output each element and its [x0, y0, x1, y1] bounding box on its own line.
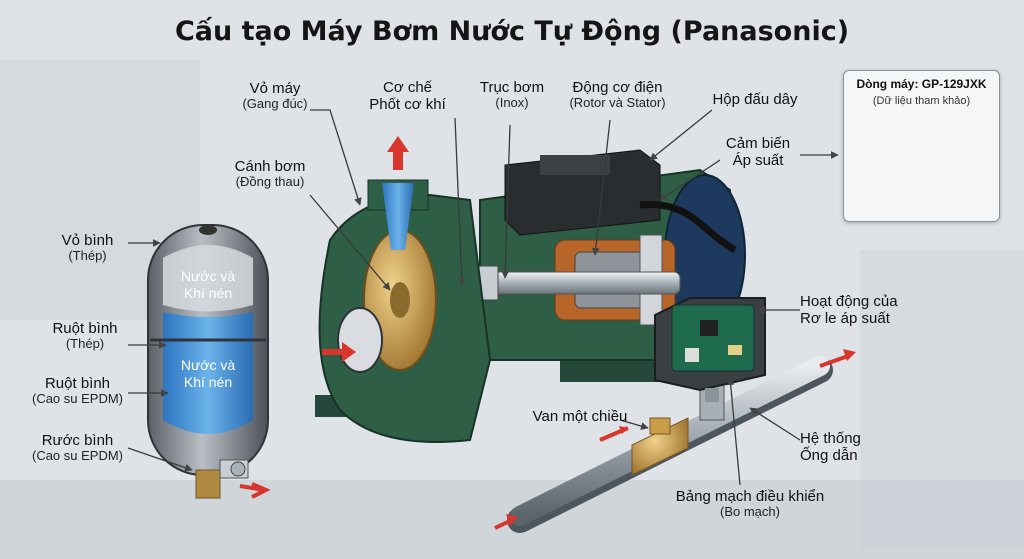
leader-truc-bom: [501, 124, 511, 279]
label-dong-co-sub: (Rotor và Stator): [569, 95, 666, 111]
label-bang-mach-title: Bảng mạch điều khiển: [675, 488, 825, 505]
label-ruoc-binh: Rước bình (Cao su EPDM): [25, 432, 130, 464]
pressure-switch: [654, 297, 766, 402]
label-vo-may: Vỏ máy (Gang đúc): [225, 80, 325, 112]
tank-air-chamber: [163, 245, 253, 312]
leader-vo-may: [310, 109, 362, 206]
board-chip: [700, 320, 718, 336]
label-truc-bom-title: Trục bơm: [479, 79, 545, 96]
label-ruot-binh-2: Ruột bình (Cao su EPDM): [25, 375, 130, 407]
label-bang-mach: Bảng mạch điều khiển (Bo mạch): [665, 488, 835, 520]
label-ruot-binh-1: Ruột bình (Thép): [40, 320, 130, 352]
label-co-che-sub: Phốt cơ khí: [369, 96, 446, 114]
label-cam-bien-title: Cảm biến: [725, 135, 791, 152]
board-terminal: [728, 345, 742, 355]
label-canh-bom: Cánh bơm (Đồng thau): [215, 158, 325, 190]
leader-van: [619, 419, 649, 430]
label-vo-binh: Vỏ bình (Thép): [45, 232, 130, 264]
tank-upper-text: Nước và Khí nén: [168, 268, 248, 302]
leader-co-che: [454, 117, 466, 286]
model-card: Dòng máy: GP-129JXK (Dữ liệu tham khảo): [843, 70, 1000, 222]
leader-canh-bom: [309, 194, 391, 291]
leader-cam-bien: [659, 159, 721, 201]
tank-lower-line-2: Khí nén: [183, 373, 233, 390]
model-card-subtitle: (Dữ liệu tham khảo): [872, 95, 971, 107]
leader-dong-co: [591, 119, 611, 256]
switch-connector: [705, 388, 719, 402]
label-ruot-binh-2-sub: (Cao su EPDM): [31, 391, 124, 407]
outlet-arrow: [393, 148, 403, 170]
label-dong-co-title: Động cơ điện: [572, 79, 663, 96]
circuit-board: [671, 304, 755, 372]
label-ro-le: Hoạt động của Rơ le áp suất: [800, 293, 915, 328]
label-bang-mach-sub: (Bo mạch): [720, 504, 780, 520]
label-he-thong-sub: Ống dẫn: [800, 447, 858, 465]
label-vo-may-title: Vỏ máy: [249, 80, 301, 97]
outlet-water: [382, 183, 414, 250]
check-valve-arrowhead: [619, 426, 628, 434]
pump-foot-right: [560, 360, 660, 382]
label-vo-binh-sub: (Thép): [68, 248, 107, 264]
leader-hop-dau-day: [649, 109, 713, 161]
pipe-inlet-arrowhead: [506, 514, 518, 526]
tank-water-chamber: [163, 312, 253, 434]
pipe-outlet-arrow: [819, 354, 849, 368]
label-ro-le-title: Hoạt động của: [800, 293, 898, 310]
label-canh-bom-title: Cánh bơm: [234, 158, 306, 175]
inlet-arrowhead: [342, 342, 356, 362]
board-relay: [685, 348, 699, 362]
label-co-che-title: Cơ chế: [382, 79, 433, 96]
label-hop-dau-day: Hộp đấu dây: [700, 91, 810, 108]
leader-he-thong: [749, 407, 801, 441]
label-he-thong-title: Hệ thống: [800, 430, 861, 447]
tank-upper-line-2: Khí nén: [183, 284, 233, 301]
label-co-che: Cơ chế Phốt cơ khí: [345, 79, 470, 114]
tank-upper-line-1: Nước và: [180, 268, 236, 284]
pressure-tank: [147, 224, 271, 499]
label-van-title: Van một chiều: [532, 408, 628, 425]
tank-valve-knob: [230, 461, 246, 477]
label-truc-bom-sub: (Inox): [495, 95, 529, 111]
pipe-outlet-arrowhead: [843, 349, 856, 361]
label-ruot-binh-1-title: Ruột bình: [52, 320, 118, 337]
label-cam-bien: Cảm biến Áp suất: [718, 135, 798, 170]
junction-box-lid: [540, 155, 610, 175]
tank-cap: [199, 225, 217, 235]
label-ro-le-sub: Rơ le áp suất: [800, 310, 890, 328]
check-valve-cap: [649, 417, 671, 435]
label-dong-co: Động cơ điện (Rotor và Stator): [555, 79, 680, 111]
label-cam-bien-sub: Áp suất: [732, 152, 784, 170]
diagram-title: Cấu tạo Máy Bơm Nước Tự Động (Panasonic): [174, 16, 850, 47]
tank-outlet-arrow: [239, 482, 271, 499]
label-van: Van một chiều: [525, 408, 635, 425]
leader-lines: [127, 109, 839, 486]
outlet-arrowhead: [387, 136, 409, 152]
tank-lower-text: Nước và Khí nén: [168, 357, 248, 391]
label-vo-may-sub: (Gang đúc): [242, 96, 308, 112]
impeller-hub: [390, 282, 410, 318]
label-vo-binh-title: Vỏ bình: [61, 232, 114, 249]
label-ruoc-binh-title: Rước bình: [41, 432, 114, 449]
label-canh-bom-sub: (Đồng thau): [235, 174, 305, 190]
label-ruot-binh-1-sub: (Thép): [65, 336, 105, 352]
label-ruot-binh-2-title: Ruột bình: [44, 375, 111, 392]
model-card-title: Dòng máy: GP-129JXK: [856, 77, 987, 91]
pump-inlet: [337, 307, 383, 373]
label-he-thong: Hệ thống Ống dẫn: [800, 430, 880, 465]
label-ruoc-binh-sub: (Cao su EPDM): [31, 448, 124, 464]
leader-bang-mach: [726, 377, 741, 486]
power-cable: [639, 200, 737, 254]
leader-ruoc-binh: [127, 447, 193, 472]
label-truc-bom: Trục bơm (Inox): [462, 79, 562, 111]
label-hop-dau-day-title: Hộp đấu dây: [712, 91, 798, 108]
tank-outlet-fitting: [195, 469, 221, 499]
tank-lower-line-1: Nước và: [180, 357, 236, 373]
